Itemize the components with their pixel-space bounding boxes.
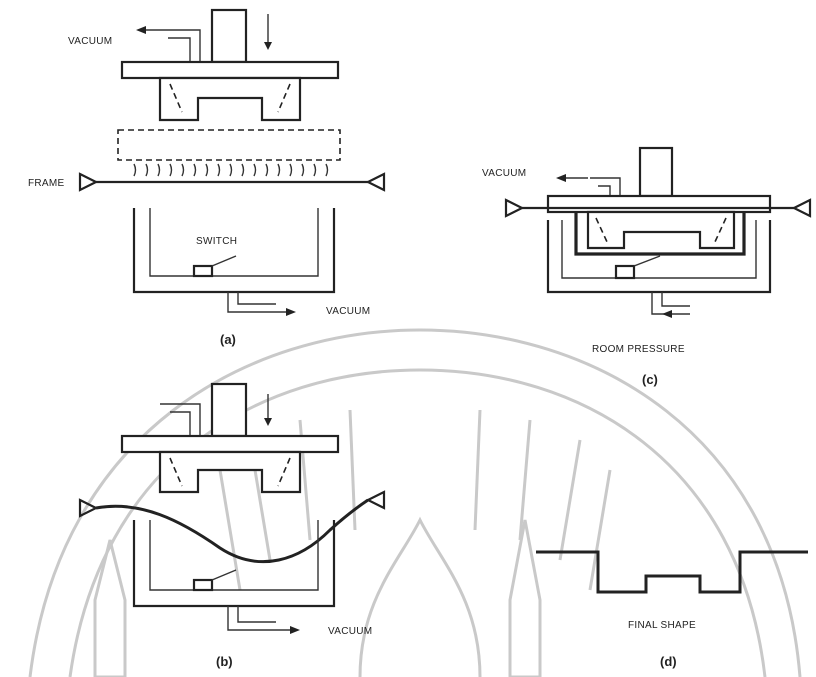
caption-b: (b) <box>216 654 233 669</box>
room-pressure-label-c: ROOM PRESSURE <box>592 344 685 355</box>
sagging-sheet-b <box>96 500 368 562</box>
switch-lever-c <box>634 256 660 266</box>
final-shape-profile-d <box>536 552 808 592</box>
vacuum-line-top-b <box>160 404 200 436</box>
vacuum-line-bottom-a2 <box>238 292 276 304</box>
vacuum-arrow-bottom-a <box>286 308 296 316</box>
frame-clamp-right-a <box>368 174 384 190</box>
final-shape-label-d: FINAL SHAPE <box>628 620 696 631</box>
caption-a: (a) <box>220 332 236 347</box>
male-mold-c <box>588 212 734 248</box>
heat-waves-a <box>134 164 328 176</box>
diagram-a: VACUUM FRAME SWITCH VACUUM (a) <box>28 10 384 347</box>
vacuum-label-bottom-a: VACUUM <box>326 306 370 317</box>
male-mold-a <box>160 78 300 120</box>
male-mold-b <box>160 452 300 492</box>
vacuum-line-top-a <box>168 38 190 62</box>
vacuum-line-c2 <box>598 186 610 196</box>
frame-clamp-left-c <box>506 200 522 216</box>
diagram-c: VACUUM ROOM PRESSURE (c) <box>482 148 810 387</box>
switch-body-b <box>194 580 212 590</box>
caption-d: (d) <box>660 654 677 669</box>
frame-clamp-left-a <box>80 174 96 190</box>
heater-a <box>118 130 340 160</box>
down-arrowhead-b <box>264 418 272 426</box>
plunger-shaft-b <box>212 384 246 436</box>
platen-a <box>122 62 338 78</box>
switch-lever-a <box>212 256 236 266</box>
frame-label-a: FRAME <box>28 178 65 189</box>
switch-body-c <box>616 266 634 278</box>
vacuum-arrow-bottom-b <box>290 626 300 634</box>
vacuum-arrow-c <box>556 174 566 182</box>
plunger-shaft-a <box>212 10 246 62</box>
switch-lever-b <box>212 570 236 580</box>
plunger-shaft-c <box>640 148 672 196</box>
down-arrowhead-a <box>264 42 272 50</box>
vacuum-label-top-a: VACUUM <box>68 36 112 47</box>
vacuum-box-outer-a <box>134 208 334 292</box>
platen-b <box>122 436 338 452</box>
vacuum-arrow-top-a <box>136 26 146 34</box>
frame-clamp-right-c <box>794 200 810 216</box>
vacuum-line-top-a2 <box>140 30 200 62</box>
caption-c: (c) <box>642 372 658 387</box>
diagram-d: FINAL SHAPE (d) <box>536 552 808 669</box>
vacuum-line-bottom-b <box>228 606 296 630</box>
frame-clamp-right-b <box>368 492 384 508</box>
vacuum-line-c <box>590 178 620 196</box>
vacuum-label-bottom-b: VACUUM <box>328 626 372 637</box>
vacuum-label-c: VACUUM <box>482 168 526 179</box>
switch-body-a <box>194 266 212 276</box>
platen-c <box>548 196 770 212</box>
switch-label-a: SWITCH <box>196 236 237 247</box>
room-air-arrow-c <box>662 310 672 318</box>
